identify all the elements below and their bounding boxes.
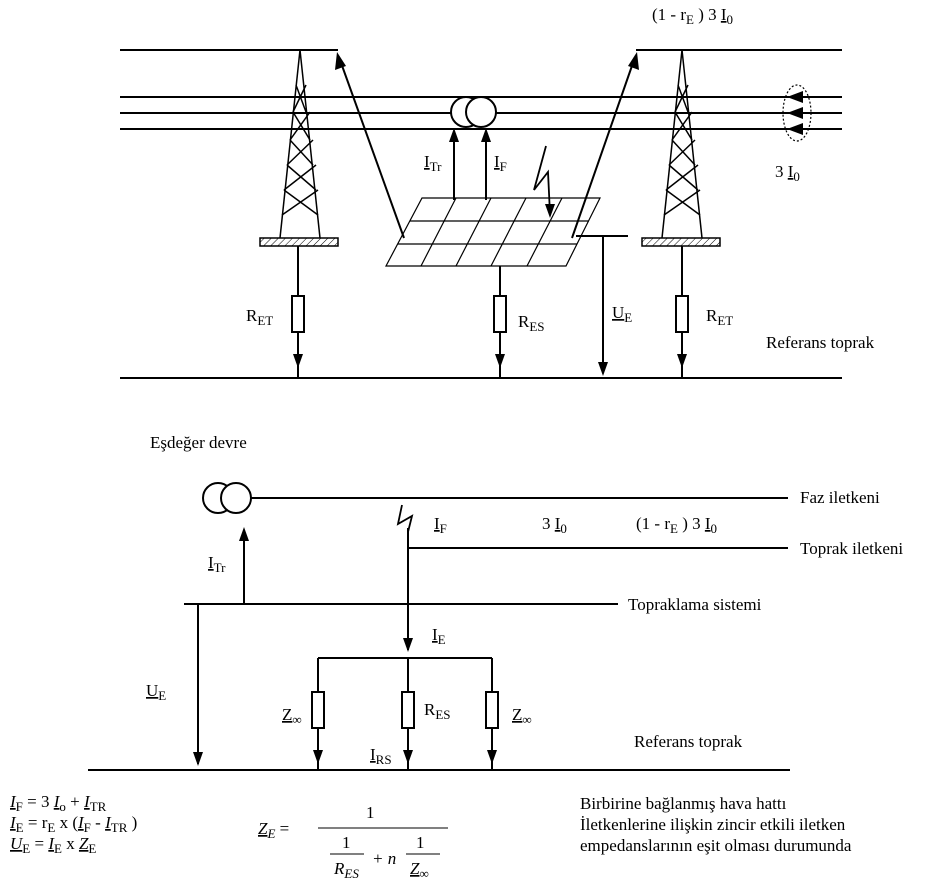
- formula-u-e: UE = IE x ZE: [10, 834, 96, 856]
- right-return-arrow: [571, 59, 635, 239]
- transformer-icon-top: [450, 96, 497, 128]
- i-tr-arrowhead: [449, 128, 459, 142]
- r-et-left-resistor: [291, 295, 305, 333]
- r-es-eq-resistor: [401, 691, 415, 729]
- top-ref-ground-label: Referans toprak: [766, 333, 875, 352]
- i-f-arrowhead: [481, 128, 491, 142]
- top-u-e-label: UE: [612, 303, 632, 325]
- eq-u-e-label: UE: [146, 681, 166, 703]
- svg-text:1: 1: [366, 803, 375, 822]
- fault-lightning-arrowhead: [545, 204, 555, 218]
- eq-i-rs-label: IRS: [370, 745, 392, 767]
- eq-z-inf-left-label: Z∞: [282, 705, 302, 727]
- svg-text:RES: RES: [333, 859, 359, 881]
- equivalent-transformer-icon: [202, 482, 252, 514]
- z-inf-right-impedance: [485, 691, 499, 729]
- right-tower-icon: [661, 49, 703, 239]
- svg-text:1: 1: [342, 833, 351, 852]
- equivalent-title: Eşdeğer devre: [150, 433, 247, 452]
- svg-text:1: 1: [416, 833, 425, 852]
- left-tower-foundation: [259, 237, 339, 247]
- top-r-es-label: RES: [518, 312, 545, 334]
- top-i-tr-label: ITr: [424, 152, 442, 174]
- eq-3i0-label: 3 I0: [542, 514, 567, 536]
- r-et-right-resistor: [675, 295, 689, 333]
- svg-text:ZE =: ZE =: [258, 819, 289, 841]
- top-r-et-right-label: RET: [706, 306, 733, 328]
- note-line-1: Birbirine bağlanmış hava hattı: [580, 794, 787, 813]
- earthing-system-label: Topraklama sistemi: [628, 595, 762, 614]
- bottom-ref-ground-label: Referans toprak: [634, 732, 743, 751]
- z-inf-left-impedance: [311, 691, 325, 729]
- zero-seq-current-arrows: [782, 84, 812, 142]
- top-r-et-left-label: RET: [246, 306, 273, 328]
- r-es-resistor: [493, 295, 507, 333]
- eq-z-inf-right-label: Z∞: [512, 705, 532, 727]
- eq-i-tr-label: ITr: [208, 553, 226, 575]
- top-i-f-label: IF: [494, 152, 507, 174]
- fault-lightning-icon: [533, 145, 551, 215]
- left-return-arrow: [339, 59, 405, 239]
- note-line-3: empedanslarının eşit olması durumunda: [580, 836, 852, 855]
- earthing-grid: [385, 197, 601, 267]
- top-return-current-label: (1 - rE ) 3 I0: [652, 5, 733, 27]
- eq-return-current-label: (1 - rE ) 3 I0: [636, 514, 717, 536]
- eq-i-e-label: IE: [432, 625, 446, 647]
- eq-fault-lightning-icon: [396, 504, 414, 533]
- formula-i-e: IE = rE x (IF - ITR ): [9, 813, 137, 835]
- right-tower-foundation: [641, 237, 721, 247]
- earth-conductor-label: Toprak iletkeni: [800, 539, 903, 558]
- top-zero-seq-label: 3 I0: [775, 162, 800, 184]
- note-line-2: İletkenlerine ilişkin zincir etkili ilet…: [580, 815, 846, 834]
- left-tower-icon: [279, 49, 321, 239]
- left-return-arrowhead: [335, 52, 346, 70]
- eq-r-es-label: RES: [424, 700, 451, 722]
- svg-text:+ n: + n: [372, 849, 396, 868]
- formula-z-e: ZE = 1 1 RES + n 1 Z∞: [258, 803, 448, 881]
- formula-i-f: IF = 3 Io + ITR: [9, 792, 107, 814]
- phase-conductor-label: Faz iletkeni: [800, 488, 880, 507]
- svg-text:Z∞: Z∞: [410, 859, 429, 881]
- right-return-arrowhead: [628, 52, 639, 70]
- eq-i-f-label: IF: [434, 514, 447, 536]
